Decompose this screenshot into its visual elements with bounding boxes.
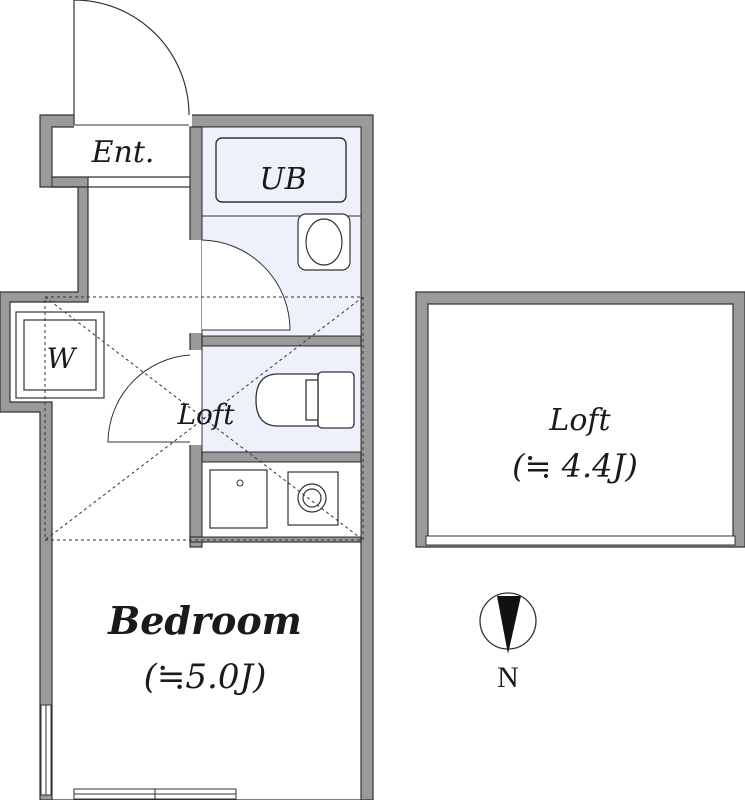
toilet-door-gap (189, 350, 203, 445)
compass-icon (479, 592, 537, 654)
loft-overlay (44, 296, 364, 541)
side-window (40, 704, 52, 796)
loft-label: Loft (548, 403, 611, 438)
entry-door (73, 0, 190, 125)
toilet-door-swing (107, 354, 191, 443)
bedroom-label: Bedroom (107, 598, 302, 643)
unit-bath-label: UB (259, 162, 306, 197)
loft-overlay-label: Loft (176, 398, 235, 431)
toilet-icon (255, 371, 355, 429)
burner-icon (297, 483, 327, 513)
sink-bowl (305, 218, 343, 266)
washer-label: W (47, 342, 78, 375)
entrance-label: Ent. (91, 135, 155, 170)
kitchen-sink (209, 469, 268, 529)
bath-door-gap (189, 240, 203, 333)
bath-door-swing (201, 239, 291, 331)
compass-label: N (497, 661, 519, 694)
bedroom-size: (≒5.0J) (144, 657, 267, 697)
sink-drain (236, 479, 244, 487)
bedroom-window (73, 788, 237, 800)
entry-door-gap (74, 113, 192, 129)
loft-opening (425, 535, 736, 546)
stove (287, 471, 339, 526)
loft-size: (≒ 4.4J) (512, 447, 638, 485)
bathtub (215, 137, 347, 203)
